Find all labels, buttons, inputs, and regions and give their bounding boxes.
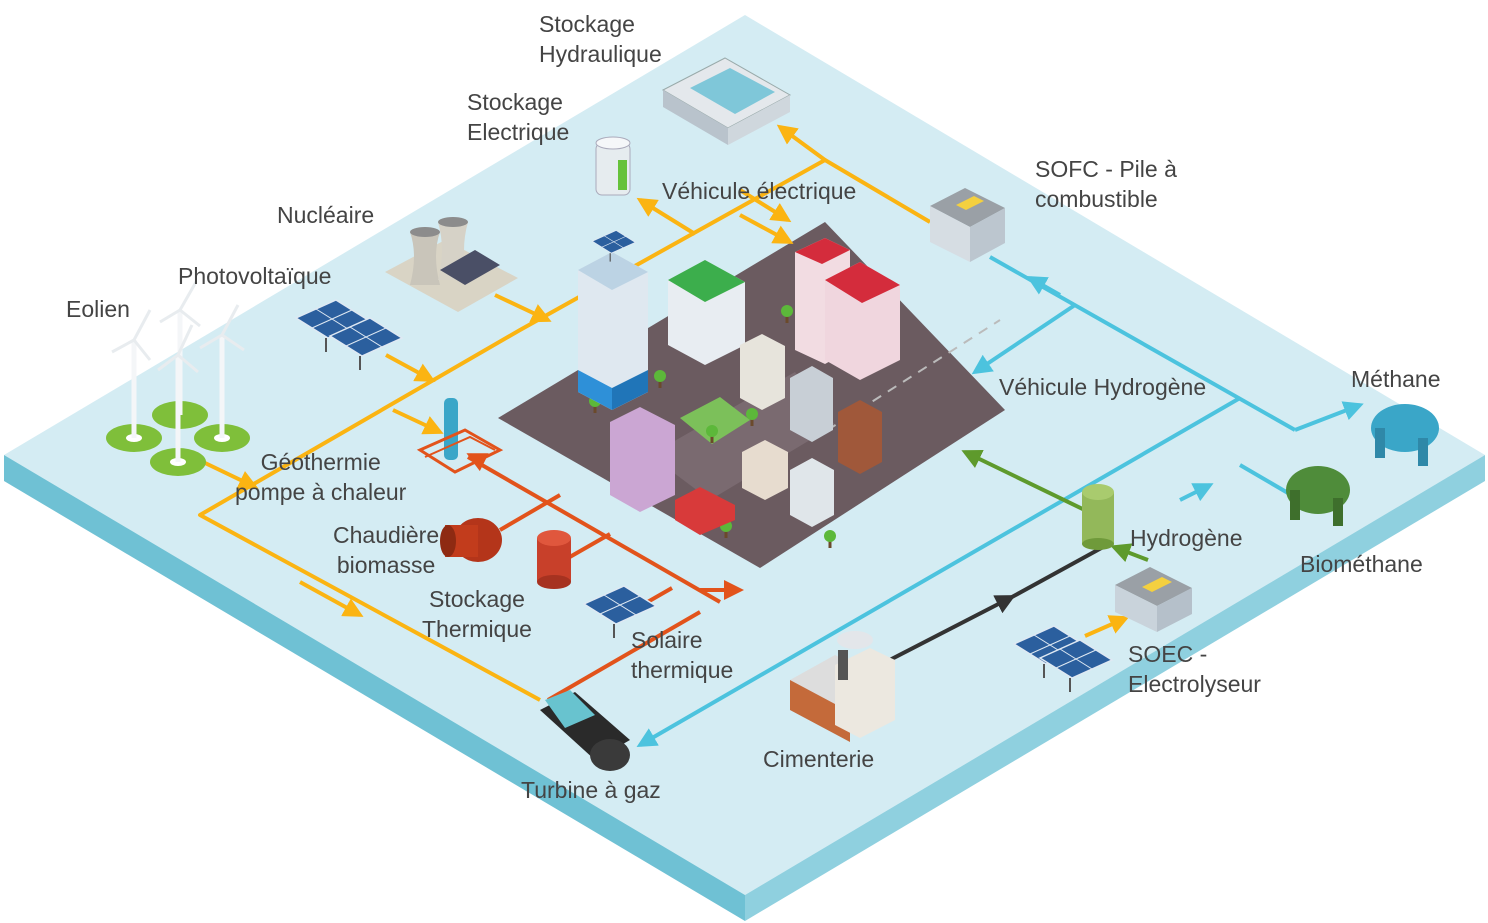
label-soec: SOEC -Electrolyseur [1128,641,1261,697]
label-photovoltaique: Photovoltaïque [178,263,332,289]
label-hydrogene: Hydrogène [1130,525,1243,551]
label-nucleaire: Nucléaire [277,202,375,228]
city-buildings [578,229,900,535]
gas-turbine-icon [540,690,630,771]
label-methane: Méthane [1351,366,1441,392]
label-vehicule-electrique: Véhicule électrique [662,178,857,204]
boiler-icon [440,518,502,562]
hydrogen-tank-icon [1082,484,1114,550]
battery-icon [595,136,631,196]
label-biomethane: Biométhane [1300,551,1423,577]
electrolyser-icon [1115,567,1192,632]
label-vehicule-hydrogene: Véhicule Hydrogène [999,374,1207,400]
wind-turbine-icon [106,281,250,476]
label-eolien: Eolien [66,296,130,322]
thermal-tank-icon [537,530,571,589]
nuclear-plant-icon [385,217,518,312]
hydrogen-network [879,449,1149,667]
methane-tank-icon [1371,404,1439,466]
biomethane-tank-icon [1286,466,1350,526]
gas-network [636,255,1364,748]
label-turbine: Turbine à gaz [521,777,661,803]
cement-plant-icon [790,631,895,742]
fuel-cell-icon [930,188,1005,262]
electric-network [198,124,1130,702]
dam-icon [661,57,792,145]
heat-pump-icon [416,398,504,474]
label-cimenterie: Cimenterie [763,746,875,772]
